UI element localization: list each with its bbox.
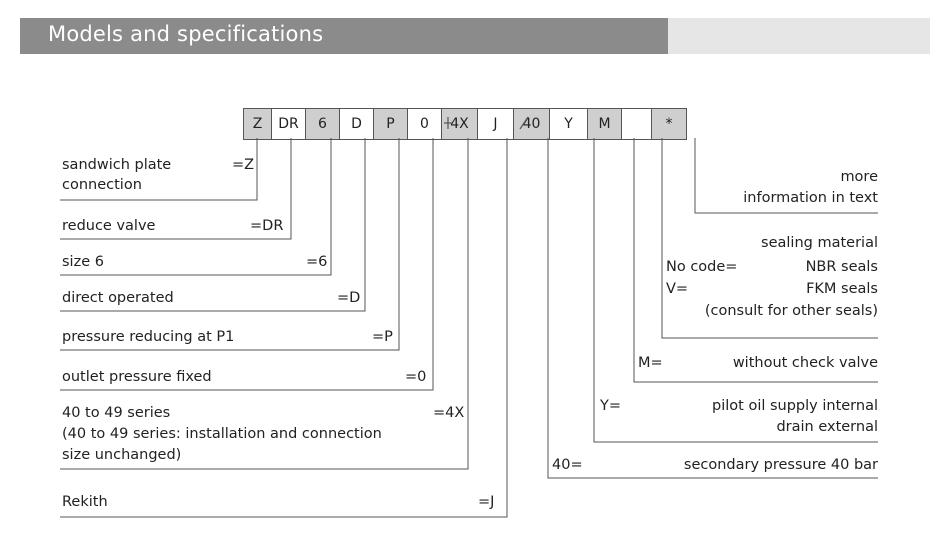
leader-40 <box>547 138 878 479</box>
code-cell-12: * <box>652 109 686 139</box>
code-cell-10: M <box>588 109 622 139</box>
leader-y <box>593 138 878 443</box>
section-header: Models and specifications <box>20 18 930 54</box>
code-cell-8: 40 <box>514 109 550 139</box>
code-cell-1: DR <box>272 109 306 139</box>
slash-separator <box>519 116 529 130</box>
value-without-check-valve: without check valve <box>732 355 878 371</box>
code-z: =Z <box>232 157 255 173</box>
label-consult-seals: (consult for other seals) <box>704 303 878 319</box>
leader-dr <box>60 138 292 240</box>
label-sealing-material: sealing material <box>761 235 878 251</box>
value-secondary-pressure: secondary pressure 40 bar <box>683 457 878 473</box>
code-0: =0 <box>405 369 427 385</box>
label-sandwich-plate: sandwich plate <box>62 157 172 173</box>
code-j: =J <box>478 494 495 510</box>
value-pilot-oil: pilot oil supply internal <box>712 398 878 414</box>
code-d: =D <box>337 290 361 306</box>
label-reduce-valve: reduce valve <box>62 218 156 234</box>
code-6: =6 <box>306 254 328 270</box>
leader-z <box>60 138 258 201</box>
key-m: M= <box>638 355 663 371</box>
code-p: =P <box>372 329 393 345</box>
code-4x: =4X <box>433 405 465 421</box>
label-outlet-pressure: outlet pressure fixed <box>62 369 212 385</box>
label-rekith: Rekith <box>62 494 108 510</box>
code-cell-9: Y <box>550 109 588 139</box>
leader-0 <box>60 138 434 391</box>
leader-more <box>694 138 878 214</box>
label-series: 40 to 49 series <box>62 405 171 421</box>
code-dr: =DR <box>250 218 284 234</box>
header-dark-band <box>20 18 668 54</box>
code-cell-3: D <box>340 109 374 139</box>
value-fkm-seals: FKM seals <box>806 281 878 297</box>
code-cell-6: 4X <box>442 109 478 139</box>
key-40: 40= <box>552 457 583 473</box>
label-pressure-reducing: pressure reducing at P1 <box>62 329 235 345</box>
code-cell-0: Z <box>244 109 272 139</box>
leader-4x <box>60 138 469 470</box>
leader-m <box>633 138 878 383</box>
code-cell-2: 6 <box>306 109 340 139</box>
leader-p <box>60 138 400 351</box>
value-nbr-seals: NBR seals <box>805 259 878 275</box>
section-title: Models and specifications <box>48 22 324 46</box>
leader-d <box>60 138 366 312</box>
label-more: more <box>840 169 878 185</box>
header-light-band <box>668 18 930 54</box>
leader-6 <box>60 138 332 276</box>
label-series-note-2: size unchanged) <box>62 447 182 463</box>
code-cell-5: 0 <box>408 109 442 139</box>
label-more-info: information in text <box>743 190 878 206</box>
leader-seal <box>661 138 878 339</box>
code-cell-7: J <box>478 109 514 139</box>
leader-j <box>60 138 508 518</box>
label-series-note-1: (40 to 49 series: installation and conne… <box>62 426 382 442</box>
key-y: Y= <box>600 398 622 414</box>
value-drain-external: drain external <box>776 419 878 435</box>
label-size: size 6 <box>62 254 104 270</box>
code-cell-11 <box>622 109 652 139</box>
code-cell-4: P <box>374 109 408 139</box>
key-v: V= <box>666 281 689 297</box>
key-no-code: No code= <box>666 259 738 275</box>
label-direct-operated: direct operated <box>62 290 174 306</box>
label-connection: connection <box>62 177 142 193</box>
